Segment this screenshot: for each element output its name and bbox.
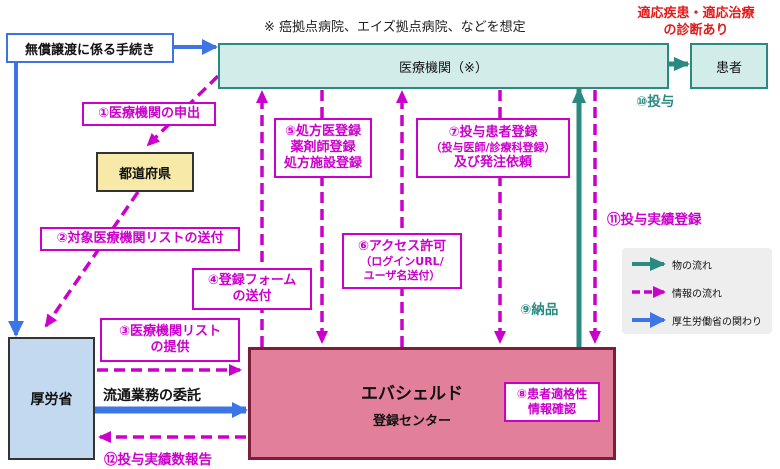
- step3-line2: の提供: [150, 340, 190, 355]
- step4-line2: の送付: [232, 289, 272, 304]
- step9-label: ⑨納品: [520, 302, 559, 318]
- step7-label: ⑦投与患者登録 （投与医師/診療科登録） 及び発注依頼: [416, 118, 570, 178]
- mhlw-box: 厚労省: [8, 337, 95, 460]
- diagnosis-note: 適応疾患・適応治療 の診断あり: [612, 6, 780, 40]
- step8-line2: 情報確認: [527, 402, 576, 416]
- medical-institution-label: 医療機関（※）: [399, 60, 488, 76]
- diagnosis-note-line1: 適応疾患・適応治療: [637, 6, 755, 21]
- procedure-box: 無償譲渡に係る手続き: [6, 33, 174, 63]
- step4-line1: ④登録フォーム: [207, 272, 297, 288]
- legend-goods-flow: 物の流れ: [672, 261, 712, 272]
- step12-label: ⑫投与実績数報告: [104, 452, 212, 468]
- step1-text: ①医療機関の申出: [97, 105, 200, 121]
- medical-institution-box: 医療機関（※）: [218, 43, 669, 89]
- step2-label: ②対象医療機関リストの送付: [40, 227, 240, 251]
- arrow-step2: [44, 191, 140, 328]
- step5-line2: 薬剤師登録: [290, 139, 356, 155]
- prefecture-label: 都道府県: [118, 166, 171, 182]
- mhlw-label: 厚労省: [30, 391, 73, 408]
- step6-label: ⑥アクセス許可 （ログインURL/ ユーザ名送付）: [342, 233, 462, 289]
- diagnosis-note-line2: の診断あり: [663, 22, 729, 38]
- step5-line3: 処方施設登録: [283, 156, 362, 172]
- step8-label: ⑧患者適格性 情報確認: [504, 382, 600, 422]
- step2-text: ②対象医療機関リストの送付: [56, 230, 224, 246]
- assumption-note: ※ 癌拠点病院、エイズ拠点病院、などを想定: [264, 20, 526, 35]
- legend-info-flow: 情報の流れ: [672, 289, 722, 300]
- step6-line2: （ログインURL/: [360, 255, 444, 269]
- patient-box: 患者: [690, 43, 768, 89]
- step6-line1: ⑥アクセス許可: [357, 239, 447, 255]
- step8-line1: ⑧患者適格性: [516, 387, 588, 401]
- prefecture-box: 都道府県: [96, 152, 194, 192]
- step3-label: ③医療機関リスト の提供: [100, 318, 240, 362]
- center-subtitle: 登録センター: [372, 413, 451, 429]
- center-name: エバシェルド: [361, 383, 463, 404]
- step6-line3: ユーザ名送付）: [363, 269, 441, 283]
- procedure-label: 無償譲渡に係る手続き: [24, 42, 155, 58]
- step10-label: ⑩投与: [636, 94, 675, 110]
- step3-line1: ③医療機関リスト: [118, 323, 221, 339]
- step7-line3: 及び発注依頼: [453, 154, 532, 170]
- step7-line1: ⑦投与患者登録: [448, 124, 538, 140]
- step4-label: ④登録フォーム の送付: [192, 268, 312, 310]
- step5-label: ⑤処方医登録 薬剤師登録 処方施設登録: [274, 118, 372, 178]
- patient-label: 患者: [715, 60, 742, 76]
- legend: 物の流れ 情報の流れ 厚生労働省の関わり: [622, 248, 772, 334]
- step11-label: ⑪投与実績登録: [607, 212, 702, 228]
- step1-label: ①医療機関の申出: [82, 102, 216, 126]
- step7-line2: （投与医師/診療科登録）: [430, 141, 556, 155]
- legend-mhlw-involvement: 厚生労働省の関わり: [672, 317, 762, 328]
- step5-line1: ⑤処方医登録: [284, 123, 361, 139]
- outsource-label: 流通業務の委託: [103, 388, 201, 404]
